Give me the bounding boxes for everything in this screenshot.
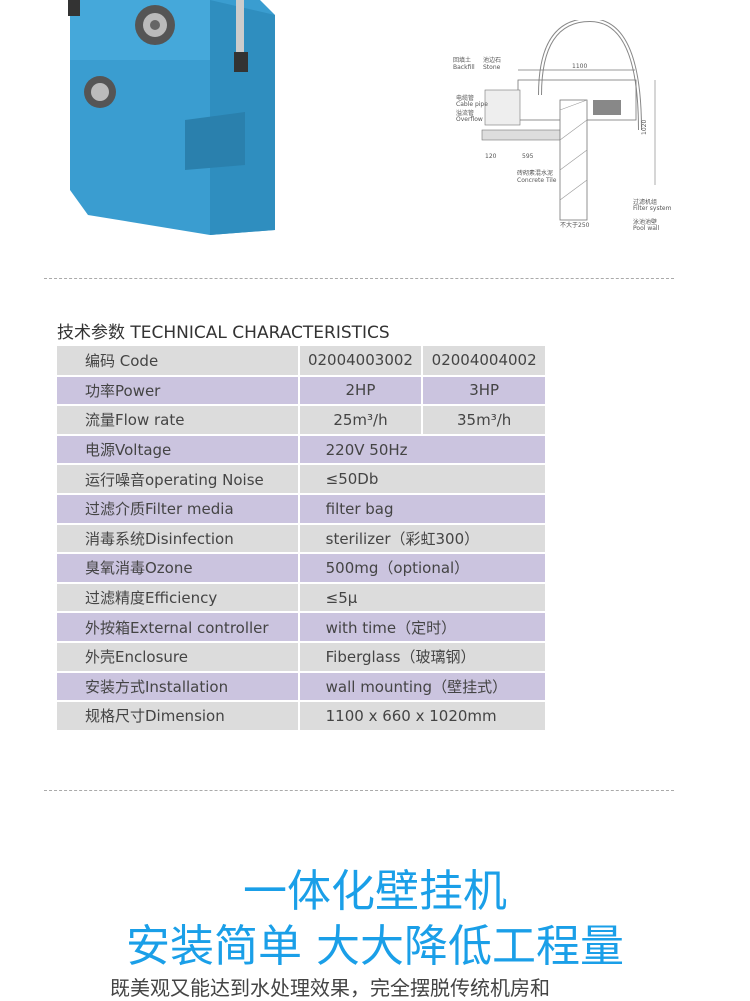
row-label: 电源Voltage (57, 434, 300, 466)
cell-value: with time（定时） (298, 612, 548, 643)
divider (44, 790, 674, 791)
diagram-label: 电缆管 (456, 94, 474, 102)
cell-value: 1100 x 660 x 1020mm (298, 701, 548, 732)
diagram-label: 1100 (572, 63, 587, 70)
cell-value: 02004004002 (422, 346, 547, 377)
cell-value: 25m³/h (298, 405, 424, 436)
cell-value: 2HP (298, 375, 424, 407)
product-image (68, 0, 275, 235)
cell-value: Fiberglass（玻璃钢） (298, 641, 548, 673)
row-label: 消毒系统Disinfection (57, 523, 300, 555)
divider (44, 278, 674, 279)
diagram-label: 泳池池壁 (633, 218, 657, 226)
diagram-label: Concrete Tile (517, 177, 557, 184)
row-label: 外壳Enclosure (57, 641, 300, 673)
diagram-label: 砖砌素混水泥 (517, 169, 553, 177)
cell-value: wall mounting（壁挂式） (298, 671, 548, 703)
diagram-label: 回填土 (453, 56, 471, 64)
row-label: 运行噪音operating Noise (57, 464, 300, 495)
diagram-label: 过滤机组 (633, 198, 657, 206)
row-label: 流量Flow rate (57, 405, 300, 436)
diagram-label: Pool wall (633, 225, 660, 232)
row-label: 过滤介质Filter media (57, 493, 300, 525)
table-row: 过滤精度Efficiency≤5μ (57, 582, 548, 614)
cell-value: 02004003002 (298, 346, 424, 377)
cell-value: 500mg（optional） (298, 553, 548, 584)
row-label: 臭氧消毒Ozone (57, 553, 300, 584)
diagram-label: Overflow (456, 116, 483, 123)
headline-line2: 安装简单 大大降低工程量 (126, 921, 624, 972)
diagram-label: 595 (522, 153, 534, 160)
cell-value: 3HP (422, 375, 547, 407)
headline-line1: 一体化壁挂机 (243, 866, 507, 917)
row-label: 过滤精度Efficiency (57, 582, 300, 614)
row-label: 安装方式Installation (57, 671, 300, 703)
table-row: 运行噪音operating Noise≤50Db (57, 464, 548, 495)
table-title: 技术参数 TECHNICAL CHARACTERISTICS (57, 323, 390, 343)
diagram-label: Stone (483, 64, 501, 71)
cell-value: filter bag (298, 493, 548, 525)
diagram-label: Backfill (453, 64, 475, 71)
row-label: 功率Power (57, 375, 300, 407)
diagram-label: 池边石 (483, 56, 501, 64)
body-text: 既美观又能达到水处理效果，完全摆脱传统机房和 (110, 976, 550, 1000)
cell-value: ≤50Db (298, 464, 548, 495)
row-label: 外按箱External controller (57, 612, 300, 643)
cell-value: 220V 50Hz (298, 434, 548, 466)
diagram-label: Cable pipe (456, 101, 488, 108)
cell-value: ≤5μ (298, 582, 548, 614)
diagram-label: 120 (485, 153, 497, 160)
row-label: 规格尺寸Dimension (57, 701, 300, 732)
row-label: 编码 Code (57, 346, 300, 377)
diagram-label: 1020 (641, 120, 648, 135)
installation-diagram: 回填土 Backfill 池边石 Stone 1100 电缆管 Cable pi… (453, 20, 672, 232)
diagram-label: Filter system (633, 205, 672, 212)
diagram-label: 溢流管 (456, 109, 474, 117)
cell-value: sterilizer（彩虹300） (298, 523, 548, 555)
diagram-label: 不大于250 (560, 221, 590, 229)
cell-value: 35m³/h (422, 405, 547, 436)
